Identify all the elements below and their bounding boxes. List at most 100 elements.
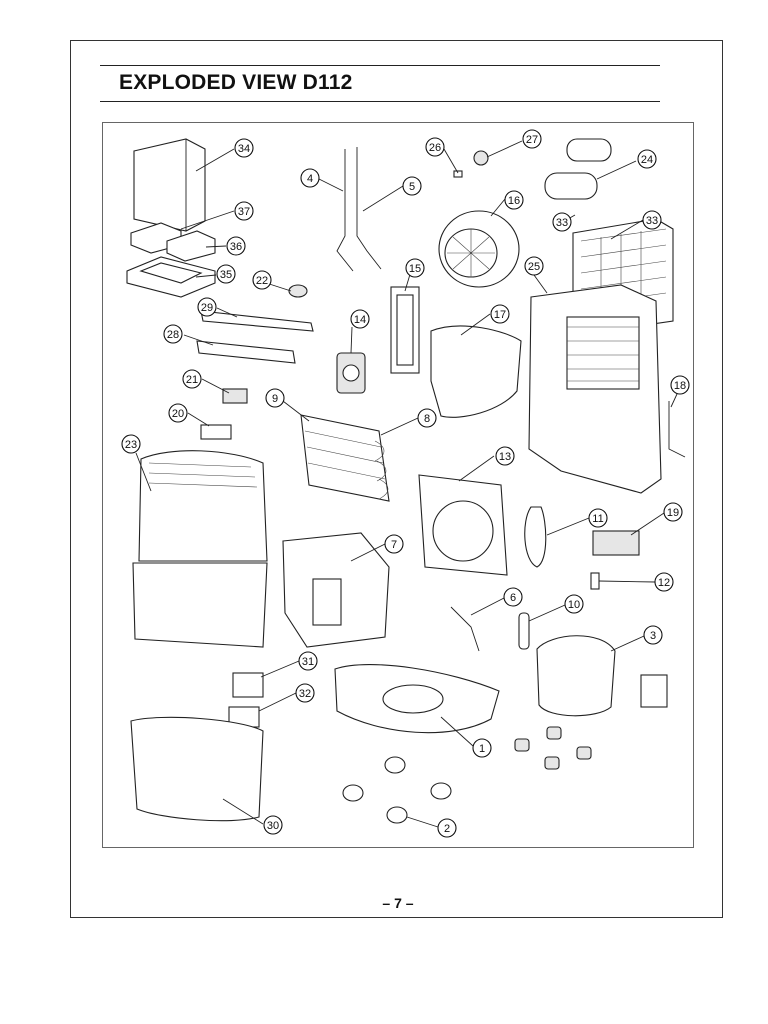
part-display-panel [200, 310, 314, 332]
callout-label: 1 [479, 743, 485, 755]
part-drain-hose [450, 606, 480, 652]
callout-label: 26 [429, 142, 441, 154]
part-front-cabinet [132, 450, 268, 648]
callout-26: 26 [425, 137, 445, 157]
part-fan-motor [336, 352, 366, 394]
callout-label: 14 [354, 314, 366, 326]
callout-19: 19 [663, 502, 683, 522]
part-grille-trim [544, 138, 612, 200]
callout-label: 24 [641, 154, 653, 166]
part-fan-scroll [430, 325, 522, 418]
callout-label: 35 [220, 269, 232, 281]
exploded-view-drawing: 1 2 3 4 5 6 7 8 9 10 11 12 13 14 15 16 1… [121, 129, 690, 838]
part-compressor [536, 635, 668, 717]
part-water-tank [130, 716, 264, 822]
callout-label: 13 [499, 451, 511, 463]
callout-label: 25 [528, 261, 540, 273]
callout-label: 33 [646, 215, 658, 227]
part-carton-box [133, 138, 206, 232]
callout-20: 20 [168, 403, 188, 423]
callout-label: 32 [299, 688, 311, 700]
callout-label: 16 [508, 195, 520, 207]
callout-34: 34 [234, 138, 254, 158]
callout-label: 15 [409, 263, 421, 275]
callout-21: 21 [182, 369, 202, 389]
callout-label: 8 [424, 413, 430, 425]
part-rear-cabinet [528, 284, 662, 494]
callout-6: 6 [503, 587, 523, 607]
callout-label: 37 [238, 206, 250, 218]
callout-11: 11 [588, 508, 608, 528]
callout-label: 7 [391, 539, 397, 551]
callout-label: 5 [409, 181, 415, 193]
callout-8: 8 [417, 408, 437, 428]
callout-17: 17 [490, 304, 510, 324]
callout-30: 30 [263, 815, 283, 835]
callout-4: 4 [300, 168, 320, 188]
callout-label: 29 [201, 302, 213, 314]
page-title: EXPLODED VIEW D112 [119, 71, 353, 94]
callout-label: 9 [272, 393, 278, 405]
part-capillary-tube [524, 506, 547, 568]
callout-25: 25 [524, 256, 544, 276]
callout-label: 2 [444, 823, 450, 835]
part-packing-tray [126, 256, 216, 298]
callout-label: 3 [650, 630, 656, 642]
callout-label: 34 [238, 143, 250, 155]
callout-18: 18 [670, 375, 690, 395]
part-rubber-feet [514, 726, 592, 770]
page-frame [70, 40, 723, 918]
part-water-level-switch [232, 672, 264, 698]
callout-label: 28 [167, 329, 179, 341]
callout-24: 24 [637, 149, 657, 169]
callout-23: 23 [121, 434, 141, 454]
callout-10: 10 [564, 594, 584, 614]
part-evaporator-coil [300, 414, 390, 502]
callout-label: 33 [556, 217, 568, 229]
part-knob [288, 284, 308, 298]
part-temperature-sensor [590, 572, 600, 590]
callout-29: 29 [197, 297, 217, 317]
callout-label: 19 [667, 507, 679, 519]
part-fan-shroud [418, 474, 508, 576]
callout-label: 20 [172, 408, 184, 420]
callout-label: 12 [658, 577, 670, 589]
callout-36: 36 [226, 236, 246, 256]
callout-2: 2 [437, 818, 457, 838]
part-foam-pads [130, 222, 216, 262]
part-evaporator-frame [390, 286, 420, 374]
callout-15: 15 [405, 258, 425, 278]
part-float-switch [473, 150, 489, 166]
callout-3: 3 [643, 625, 663, 645]
callout-label: 4 [307, 173, 313, 185]
callout-27: 27 [522, 129, 542, 149]
part-fan-wheel [438, 210, 520, 288]
callout-label: 11 [592, 513, 603, 525]
part-casters [342, 756, 452, 824]
callout-37: 37 [234, 201, 254, 221]
callout-label: 23 [125, 439, 137, 451]
callout-16: 16 [504, 190, 524, 210]
callout-31: 31 [298, 651, 318, 671]
part-power-cord [668, 401, 686, 458]
part-chassis-base [334, 664, 500, 734]
callout-label: 17 [494, 309, 506, 321]
part-pipe-5 [356, 147, 382, 270]
part-switch-module [222, 388, 248, 404]
callout-33a: 33 [552, 212, 572, 232]
callout-12: 12 [654, 572, 674, 592]
title-rule-bottom [100, 101, 660, 102]
callout-label: 6 [510, 592, 516, 604]
callout-label: 18 [674, 380, 686, 392]
callout-1: 1 [472, 738, 492, 758]
part-filter-drier [518, 612, 530, 650]
callout-13: 13 [495, 446, 515, 466]
callout-28: 28 [163, 324, 183, 344]
callout-14: 14 [350, 309, 370, 329]
part-control-board-cover [196, 340, 296, 364]
part-pipe-4 [336, 149, 354, 272]
part-clip [453, 170, 463, 178]
callout-7: 7 [384, 534, 404, 554]
part-drain-pan [282, 532, 390, 648]
callout-22: 22 [252, 270, 272, 290]
